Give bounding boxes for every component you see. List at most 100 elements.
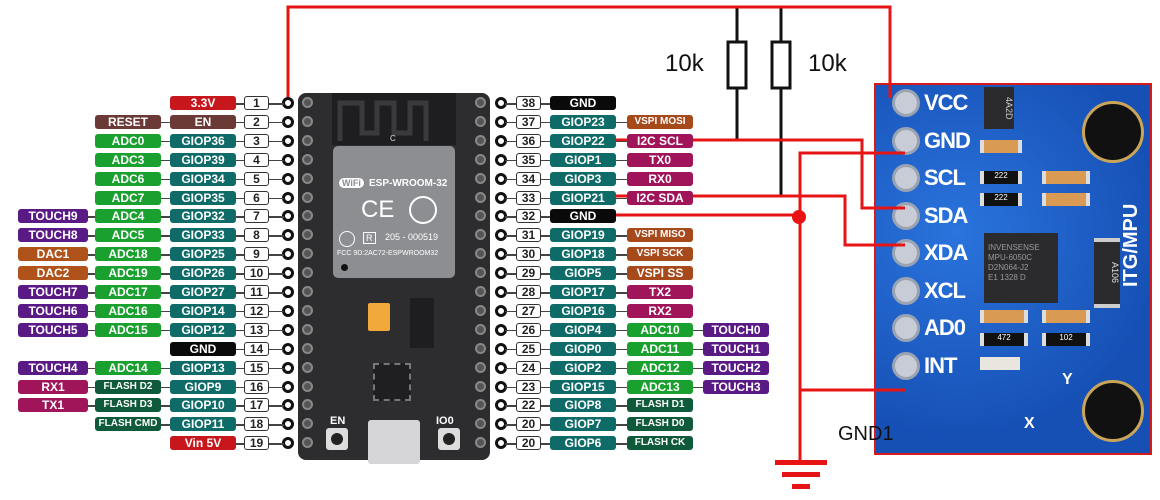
board-hole bbox=[475, 418, 486, 430]
board-hole bbox=[475, 229, 486, 241]
pin-number: 28 bbox=[516, 285, 541, 299]
pin-label-uart: RX0 bbox=[627, 171, 693, 186]
label-connector bbox=[161, 424, 170, 426]
pin-label-gpio: GIOP32 bbox=[170, 209, 236, 224]
label-connector bbox=[88, 310, 95, 313]
label-connector bbox=[161, 292, 170, 294]
pin-label-gpio: GIOP8 bbox=[550, 398, 616, 413]
pin-label-gpio: GIOP33 bbox=[170, 228, 236, 243]
cert-number: 205 - 000519 bbox=[385, 232, 439, 242]
mpu-header-pin bbox=[892, 351, 920, 380]
smd-capacitor bbox=[980, 310, 1028, 323]
pin-label-gpio: GIOP34 bbox=[170, 171, 236, 186]
pin-number: 34 bbox=[516, 171, 541, 186]
registered-mark-icon: R bbox=[363, 232, 376, 244]
board-hole bbox=[302, 153, 313, 165]
pin-label-adc: ADC13 bbox=[627, 379, 693, 394]
pin-number: 1 bbox=[244, 96, 269, 110]
board-hole bbox=[475, 210, 486, 222]
label-connector bbox=[693, 329, 703, 332]
board-hole bbox=[302, 304, 313, 316]
pin-label-uart: RX1 bbox=[18, 379, 88, 394]
mpu-header-pin bbox=[892, 239, 920, 267]
pin-label-touch: TOUCH7 bbox=[18, 285, 88, 299]
label-connector bbox=[616, 159, 627, 162]
pin-label-flash: FLASH D0 bbox=[627, 417, 693, 432]
board-hole bbox=[475, 97, 486, 108]
pin-number: 24 bbox=[516, 360, 541, 375]
pin-number: 32 bbox=[516, 209, 541, 224]
antenna-trace-icon: C bbox=[337, 100, 429, 143]
pin-label-gnd: GND bbox=[550, 96, 616, 110]
resistor-2-body bbox=[770, 40, 792, 90]
board-hole bbox=[302, 399, 313, 411]
pin-number: 2 bbox=[244, 114, 269, 129]
pin-label-touch: TOUCH2 bbox=[703, 360, 769, 375]
pin-label-adc: ADC16 bbox=[95, 303, 161, 318]
micro-usb-port[interactable] bbox=[368, 420, 420, 464]
pin-label-touch: TOUCH8 bbox=[18, 228, 88, 243]
label-connector bbox=[161, 197, 170, 199]
pin-label-gpio: GIOP12 bbox=[170, 322, 236, 337]
chip-text-line: D2N064-J2 bbox=[988, 263, 1029, 272]
pin-number: 6 bbox=[244, 190, 269, 205]
pin-number: 26 bbox=[516, 322, 541, 337]
label-connector bbox=[616, 273, 627, 275]
pin-number: 23 bbox=[516, 379, 541, 394]
pin-label-gpio: GIOP6 bbox=[550, 436, 616, 451]
io0-button[interactable] bbox=[438, 428, 460, 450]
tantalum-capacitor: A106 bbox=[1094, 238, 1120, 308]
label-connector bbox=[616, 348, 627, 351]
board-hole bbox=[302, 437, 313, 449]
smd-resistor: 102 bbox=[1042, 333, 1090, 346]
pin-number: 30 bbox=[516, 247, 541, 262]
fcc-id: FCC 9D:2AC72-ESPWROOM32 bbox=[337, 250, 439, 257]
ce-mark-icon: CE bbox=[361, 196, 395, 223]
pin-number: 14 bbox=[244, 341, 269, 356]
pin-label-adc: ADC14 bbox=[95, 360, 161, 375]
board-hole bbox=[475, 134, 486, 146]
pin-label-gpio: GIOP13 bbox=[170, 360, 236, 375]
label-connector bbox=[616, 121, 627, 124]
pin-label-vspi: VSPI SS bbox=[627, 266, 693, 281]
en-button[interactable] bbox=[326, 428, 348, 450]
pin-label-gpio: GIOP27 bbox=[170, 285, 236, 299]
label-connector bbox=[88, 254, 95, 256]
pin-label-adc: ADC10 bbox=[627, 322, 693, 337]
pin-label-gpio: GIOP39 bbox=[170, 152, 236, 167]
label-connector bbox=[616, 367, 627, 370]
label-connector bbox=[616, 310, 627, 313]
chip-text-line: E1 1328 D bbox=[988, 273, 1026, 282]
pin-label-touch: TOUCH3 bbox=[703, 379, 769, 394]
board-hole bbox=[475, 399, 486, 411]
pin-label-touch: TOUCH9 bbox=[18, 209, 88, 224]
mpu-header-pin bbox=[892, 126, 920, 155]
pin-label-flash: FLASH D2 bbox=[95, 379, 161, 394]
label-connector bbox=[88, 405, 95, 407]
pin-label-vspi: VSPI MOSI bbox=[627, 114, 693, 129]
ground-symbol-icon-low bbox=[792, 484, 810, 489]
pin-number: 19 bbox=[244, 436, 269, 451]
pin-label-adc: ADC12 bbox=[627, 360, 693, 375]
mpu-pin-label: AD0 bbox=[924, 315, 966, 340]
pin-label-adc: ADC4 bbox=[95, 209, 161, 224]
pin-label-flash: FLASH D3 bbox=[95, 398, 161, 413]
pin-label-i2c: I2C SDA bbox=[627, 190, 693, 205]
pin-label-gpio: GIOP19 bbox=[550, 228, 616, 243]
pin-label-uart: TX0 bbox=[627, 152, 693, 167]
pin-number: 20 bbox=[516, 436, 541, 451]
mpu-pin-label: VCC bbox=[924, 90, 968, 115]
label-connector bbox=[693, 367, 703, 370]
mpu-pin-label: XCL bbox=[924, 277, 966, 303]
label-connector bbox=[88, 273, 95, 275]
label-connector bbox=[161, 386, 170, 388]
label-connector bbox=[161, 159, 170, 162]
board-hole bbox=[302, 323, 313, 335]
mounting-hole bbox=[1082, 101, 1144, 163]
mpu-header-pin bbox=[892, 164, 920, 192]
board-hole bbox=[302, 286, 313, 297]
pin-number: 10 bbox=[244, 266, 269, 281]
pin-number: 9 bbox=[244, 247, 269, 262]
label-connector bbox=[88, 367, 95, 370]
label-connector bbox=[161, 310, 170, 313]
